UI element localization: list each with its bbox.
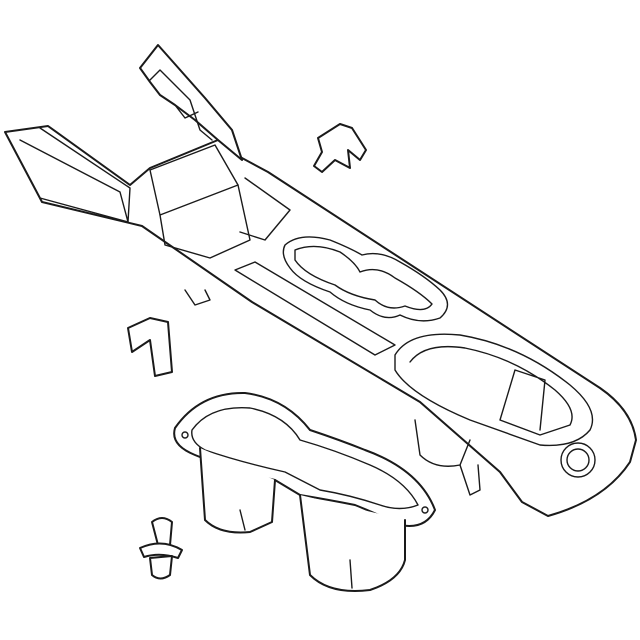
retaining-clip xyxy=(313,123,367,173)
cup-holder-insert xyxy=(173,391,436,592)
center-console xyxy=(4,125,637,517)
push-pin-fastener xyxy=(139,517,183,580)
side-clip xyxy=(127,317,173,377)
upper-bracket xyxy=(139,44,243,161)
